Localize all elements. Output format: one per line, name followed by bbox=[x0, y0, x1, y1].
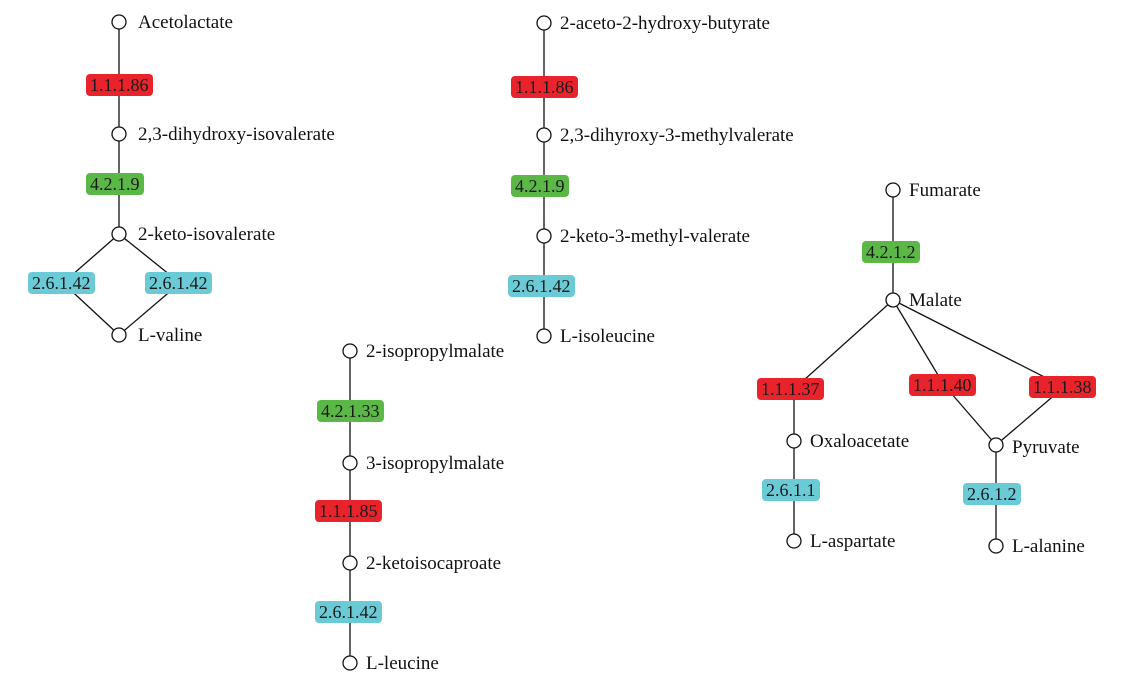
enzyme-box: 1.1.1.37 bbox=[757, 378, 824, 400]
enzyme-box: 4.2.1.9 bbox=[86, 173, 144, 195]
enzyme-box: 2.6.1.1 bbox=[762, 479, 820, 501]
enzyme-box: 2.6.1.42 bbox=[315, 601, 382, 623]
node-dihyroxy-methylvalerate bbox=[536, 127, 552, 143]
enzyme-box: 2.6.1.42 bbox=[145, 272, 212, 294]
enzyme-box: 4.2.1.9 bbox=[511, 175, 569, 197]
enzyme-box: 4.2.1.2 bbox=[862, 241, 920, 263]
node-l-leucine bbox=[342, 655, 358, 671]
edge bbox=[793, 299, 894, 390]
label-oxaloacetate: Oxaloacetate bbox=[810, 431, 910, 452]
label-l-aspartate: L-aspartate bbox=[810, 531, 896, 552]
node-2-isopropylmalate bbox=[342, 343, 358, 359]
label-keto-isovalerate: 2-keto-isovalerate bbox=[138, 224, 276, 245]
node-l-aspartate bbox=[786, 533, 802, 549]
node-fumarate bbox=[885, 182, 901, 198]
edge bbox=[892, 299, 1065, 388]
node-pyruvate bbox=[988, 437, 1004, 453]
node-keto-isovalerate bbox=[111, 226, 127, 242]
label-l-valine: L-valine bbox=[138, 325, 203, 346]
enzyme-box: 2.6.1.2 bbox=[963, 483, 1021, 505]
label-fumarate: Fumarate bbox=[909, 180, 981, 201]
label-l-leucine: L-leucine bbox=[366, 653, 439, 674]
enzyme-box: 4.2.1.33 bbox=[317, 400, 384, 422]
node-l-isoleucine bbox=[536, 328, 552, 344]
enzyme-box: 1.1.1.86 bbox=[511, 76, 578, 98]
node-l-valine bbox=[111, 327, 127, 343]
edge bbox=[892, 299, 945, 386]
label-acetolactate: Acetolactate bbox=[138, 12, 233, 33]
label-aceto-hydroxy-butyrate: 2-aceto-2-hydroxy-butyrate bbox=[560, 13, 770, 34]
label-2-isopropylmalate: 2-isopropylmalate bbox=[366, 341, 505, 362]
label-ketoisocaproate: 2-ketoisocaproate bbox=[366, 553, 502, 574]
enzyme-box: 2.6.1.42 bbox=[28, 272, 95, 294]
label-dihydroxy-isovalerate: 2,3-dihydroxy-isovalerate bbox=[138, 124, 335, 145]
label-malate: Malate bbox=[909, 290, 962, 311]
label-keto-methyl-valerate: 2-keto-3-methyl-valerate bbox=[560, 226, 750, 247]
node-aceto-hydroxy-butyrate bbox=[536, 15, 552, 31]
enzyme-box: 2.6.1.42 bbox=[508, 275, 575, 297]
enzyme-box: 1.1.1.86 bbox=[86, 74, 153, 96]
enzyme-box: 1.1.1.85 bbox=[315, 500, 382, 522]
node-oxaloacetate bbox=[786, 433, 802, 449]
node-l-alanine bbox=[988, 538, 1004, 554]
node-3-isopropylmalate bbox=[342, 455, 358, 471]
label-dihyroxy-methylvalerate: 2,3-dihyroxy-3-methylvalerate bbox=[560, 125, 794, 146]
label-3-isopropylmalate: 3-isopropylmalate bbox=[366, 453, 505, 474]
enzyme-box: 1.1.1.40 bbox=[909, 374, 976, 396]
label-l-isoleucine: L-isoleucine bbox=[560, 326, 655, 347]
node-keto-methyl-valerate bbox=[536, 228, 552, 244]
node-ketoisocaproate bbox=[342, 555, 358, 571]
node-dihydroxy-isovalerate bbox=[111, 126, 127, 142]
node-malate bbox=[885, 292, 901, 308]
label-pyruvate: Pyruvate bbox=[1012, 437, 1080, 458]
enzyme-box: 1.1.1.38 bbox=[1029, 376, 1096, 398]
label-l-alanine: L-alanine bbox=[1012, 536, 1085, 557]
node-acetolactate bbox=[111, 14, 127, 30]
